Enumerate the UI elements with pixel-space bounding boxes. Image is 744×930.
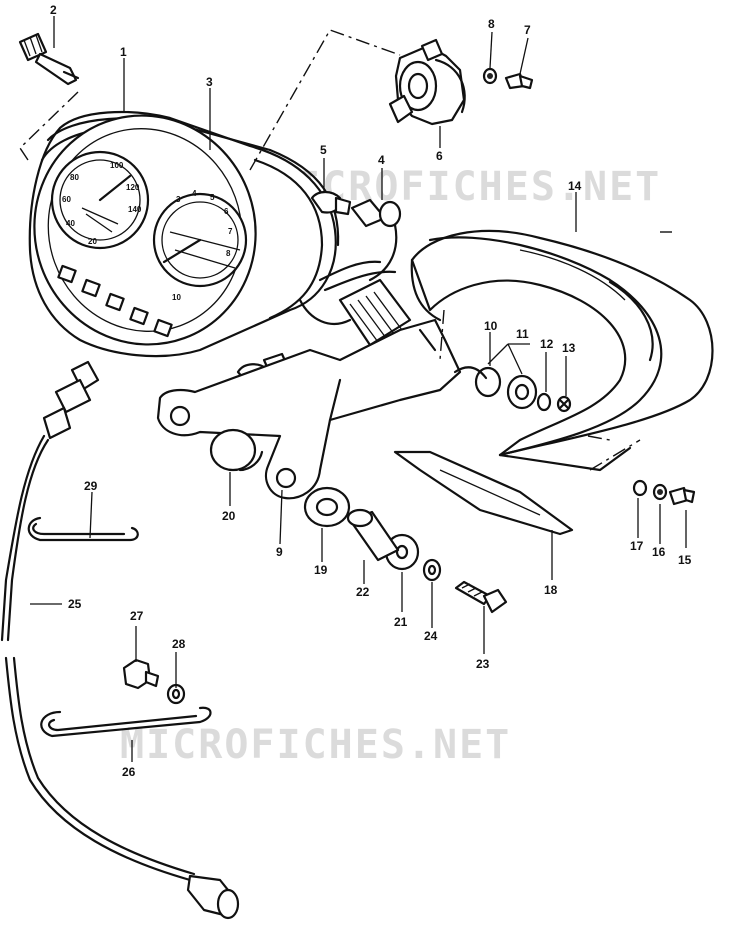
- connector-block: [338, 278, 412, 347]
- part-17-washer: [632, 479, 648, 497]
- callout-16: 16: [652, 545, 666, 559]
- callout-21: 21: [394, 615, 408, 629]
- part-27-bolt: [122, 658, 160, 690]
- part-22-collar: [346, 508, 400, 562]
- part-20-grommet: [209, 428, 264, 472]
- svg-text:80: 80: [70, 173, 79, 182]
- svg-text:60: 60: [62, 195, 71, 204]
- callout-12: 12: [540, 337, 554, 351]
- part-15-screw: [668, 486, 696, 506]
- part-5-bulb: [310, 190, 352, 216]
- svg-text:4: 4: [192, 189, 197, 198]
- callout-28: 28: [172, 637, 186, 651]
- callout-2: 2: [50, 3, 57, 17]
- part-14-cover: [410, 229, 714, 472]
- callout-22: 22: [356, 585, 370, 599]
- svg-text:40: 40: [66, 219, 75, 228]
- part-13-nut: [556, 395, 572, 413]
- callout-15: 15: [678, 553, 692, 567]
- callout-20: 20: [222, 509, 236, 523]
- callout-13: 13: [562, 341, 576, 355]
- callout-19: 19: [314, 563, 328, 577]
- svg-text:7: 7: [228, 227, 233, 236]
- part-7-screw: [504, 72, 534, 90]
- part-1-meter-assembly: 80 60 40 20 100 120 140 3 4 5 6 7 8 10: [28, 110, 397, 358]
- part-29-clip: [27, 516, 139, 542]
- svg-text:6: 6: [224, 207, 229, 216]
- callout-14: 14: [568, 179, 582, 193]
- callout-7: 7: [524, 23, 531, 37]
- svg-text:100: 100: [110, 161, 124, 170]
- svg-text:8: 8: [226, 249, 231, 258]
- svg-text:140: 140: [128, 205, 142, 214]
- part-9-bracket: [156, 318, 462, 500]
- reference-lines: [19, 29, 672, 471]
- callout-24: 24: [424, 629, 438, 643]
- callout-26: 26: [122, 765, 136, 779]
- leader-lines: [30, 16, 687, 762]
- watermark-bottom: MICROFICHES.NET: [120, 722, 511, 768]
- callout-23: 23: [476, 657, 490, 671]
- callout-17: 17: [630, 539, 644, 553]
- callout-10: 10: [484, 319, 498, 333]
- part-6-socket: [388, 38, 466, 126]
- callout-8: 8: [488, 17, 495, 31]
- callout-3: 3: [206, 75, 213, 89]
- callout-labels: 2 1 3 4 5 6 7 8 9 10 11 12 13 14 15 16 1…: [50, 3, 692, 779]
- part-24-washer: [422, 558, 442, 582]
- part-19-grommet: [303, 486, 351, 528]
- part-23-bolt: [454, 580, 508, 614]
- part-11-damper: [506, 374, 538, 410]
- callout-1: 1: [120, 45, 127, 59]
- part-4-bulb: [350, 198, 402, 282]
- part-2-fitting: [18, 32, 80, 86]
- part-16-washer: [652, 483, 668, 501]
- part-18-plate: [393, 450, 574, 536]
- callout-29: 29: [84, 479, 98, 493]
- callout-9: 9: [276, 545, 283, 559]
- part-26-clip: [40, 706, 212, 738]
- part-8-washer: [482, 67, 498, 85]
- part-10-collar: [474, 366, 502, 398]
- svg-text:10: 10: [172, 293, 181, 302]
- part-12-washer: [536, 392, 552, 412]
- svg-text:120: 120: [126, 183, 140, 192]
- callout-11: 11: [516, 327, 529, 341]
- callout-27: 27: [130, 609, 144, 623]
- callout-4: 4: [378, 153, 385, 167]
- svg-text:20: 20: [88, 237, 97, 246]
- part-25-cable: [0, 360, 240, 920]
- callout-6: 6: [436, 149, 443, 163]
- callout-18: 18: [544, 583, 558, 597]
- svg-text:5: 5: [210, 193, 215, 202]
- callout-25: 25: [68, 597, 82, 611]
- callout-5: 5: [320, 143, 327, 157]
- part-28-washer: [166, 683, 186, 705]
- svg-text:3: 3: [176, 195, 181, 204]
